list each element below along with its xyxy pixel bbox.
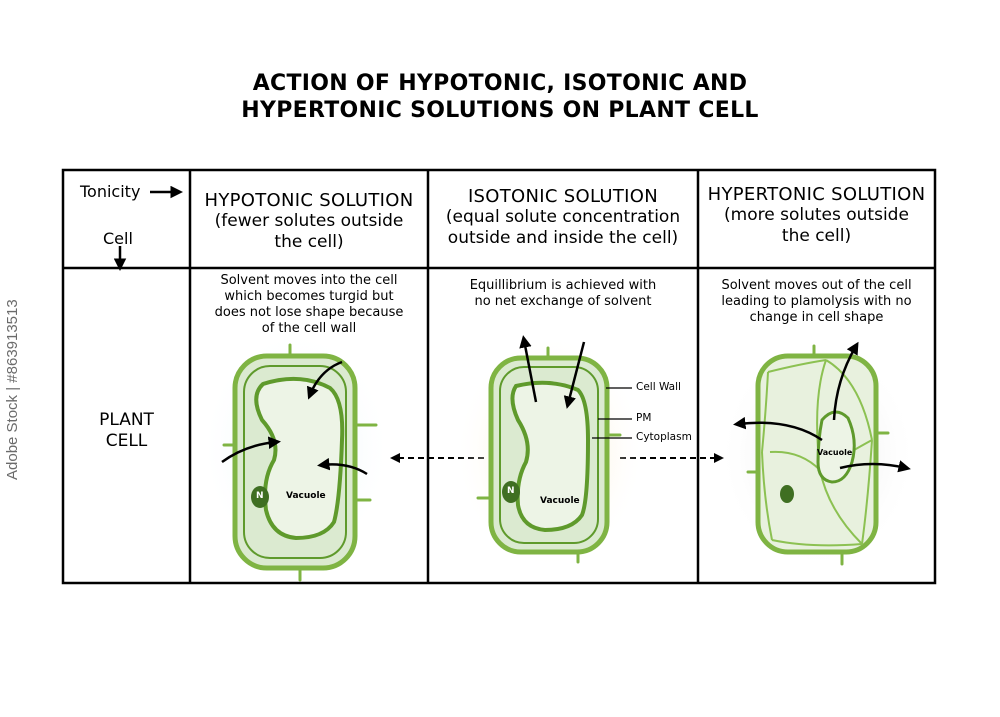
hypertonic-cell — [718, 340, 918, 570]
isotonic-vacuole — [510, 380, 591, 533]
hypertonic-desc-line-2: leading to plamolysis with no — [721, 294, 912, 309]
hypotonic-arrow-right — [317, 457, 368, 476]
hypertonic-desc-line-1: Solvent moves out of the cell — [721, 278, 912, 293]
row-label-line-2: CELL — [105, 431, 148, 451]
hypertonic-plasma-membrane — [761, 359, 873, 547]
isotonic-subtitle-2: outside and inside the cell) — [447, 228, 679, 248]
title-line-1: ACTION OF HYPOTONIC, ISOTONIC AND — [252, 71, 748, 96]
hypotonic-desc-line-3: does not lose shape because — [214, 305, 404, 320]
hypotonic-vacuole — [254, 376, 345, 541]
hypertonic-subtitle-1: (more solutes outside — [724, 205, 909, 225]
table-border — [61, 168, 937, 585]
hypotonic-desc-line-1: Solvent moves into the cell — [220, 273, 398, 288]
table-grid — [61, 168, 937, 585]
hypotonic-vacuole-label: Vacuole — [286, 491, 326, 501]
hypotonic-name: HYPOTONIC SOLUTION — [204, 190, 414, 211]
isotonic-arrow-out — [519, 335, 538, 403]
isotonic-nucleus — [502, 481, 520, 503]
isotonic-header: ISOTONIC SOLUTION (equal solute concentr… — [428, 186, 698, 249]
hypertonic-vacuole-label: Vacuole — [817, 448, 853, 457]
hypertonic-nucleus — [780, 485, 794, 503]
hypertonic-description: Solvent moves out of the cell leading to… — [698, 278, 935, 326]
hypotonic-arrow-top — [306, 360, 343, 400]
hypotonic-arrow-left — [221, 436, 281, 464]
hypotonic-plasma-membrane — [243, 365, 347, 559]
hypotonic-nucleus — [251, 486, 269, 508]
hypertonic-name: HYPERTONIC SOLUTION — [707, 184, 926, 205]
hypotonic-description: Solvent moves into the cell which become… — [190, 273, 428, 337]
hypotonic-subtitle-2: the cell) — [274, 232, 344, 252]
isotonic-subtitle-1: (equal solute concentration — [445, 207, 681, 227]
hypotonic-header: HYPOTONIC SOLUTION (fewer solutes outsid… — [190, 190, 428, 253]
hypotonic-nucleus-label: N — [256, 491, 264, 501]
isotonic-cell — [455, 334, 645, 570]
hypotonic-cell — [201, 330, 391, 582]
isotonic-vacuole-label: Vacuole — [540, 496, 580, 506]
tonicity-label: Tonicity — [80, 182, 141, 201]
label-cell-wall: Cell Wall — [636, 381, 681, 393]
isotonic-arrow-in — [563, 341, 586, 409]
label-pm: PM — [636, 412, 652, 424]
hypertonic-subtitle-2: the cell) — [781, 226, 852, 246]
hypertonic-arrow-right — [839, 460, 911, 473]
hypertonic-arrow-up — [832, 341, 859, 421]
hypertonic-membrane-folds — [769, 359, 873, 545]
isotonic-description: Equillibrium is achieved with no net exc… — [428, 278, 698, 310]
hypotonic-desc-line-4: of the cell wall — [261, 321, 357, 336]
hypotonic-desc-line-2: which becomes turgid but — [224, 289, 394, 304]
hypertonic-desc-line-3: change in cell shape — [749, 310, 884, 325]
isotonic-desc-line-1: Equillibrium is achieved with — [469, 278, 657, 293]
isotonic-plasma-membrane — [499, 366, 599, 544]
isotonic-label-leaders — [592, 387, 632, 439]
isotonic-nucleus-label: N — [507, 486, 515, 496]
stock-watermark: Adobe Stock | #863913513 — [4, 299, 21, 480]
label-cytoplasm: Cytoplasm — [636, 431, 692, 443]
row-label-line-1: PLANT — [99, 410, 154, 430]
hypertonic-header: HYPERTONIC SOLUTION (more solutes outsid… — [698, 184, 935, 247]
diagram-title: ACTION OF HYPOTONIC, ISOTONIC AND HYPERT… — [0, 70, 1000, 124]
hypertonic-vacuole — [816, 410, 856, 484]
title-line-2: HYPERTONIC SOLUTIONS ON PLANT CELL — [241, 98, 759, 123]
hypotonic-subtitle-1: (fewer solutes outside — [214, 211, 404, 231]
isotonic-desc-line-2: no net exchange of solvent — [474, 294, 652, 309]
cell-axis-label: Cell — [103, 229, 133, 248]
hypertonic-arrow-left — [733, 416, 823, 442]
row-label-plant-cell: PLANT CELL — [63, 410, 190, 452]
isotonic-name: ISOTONIC SOLUTION — [467, 186, 659, 207]
